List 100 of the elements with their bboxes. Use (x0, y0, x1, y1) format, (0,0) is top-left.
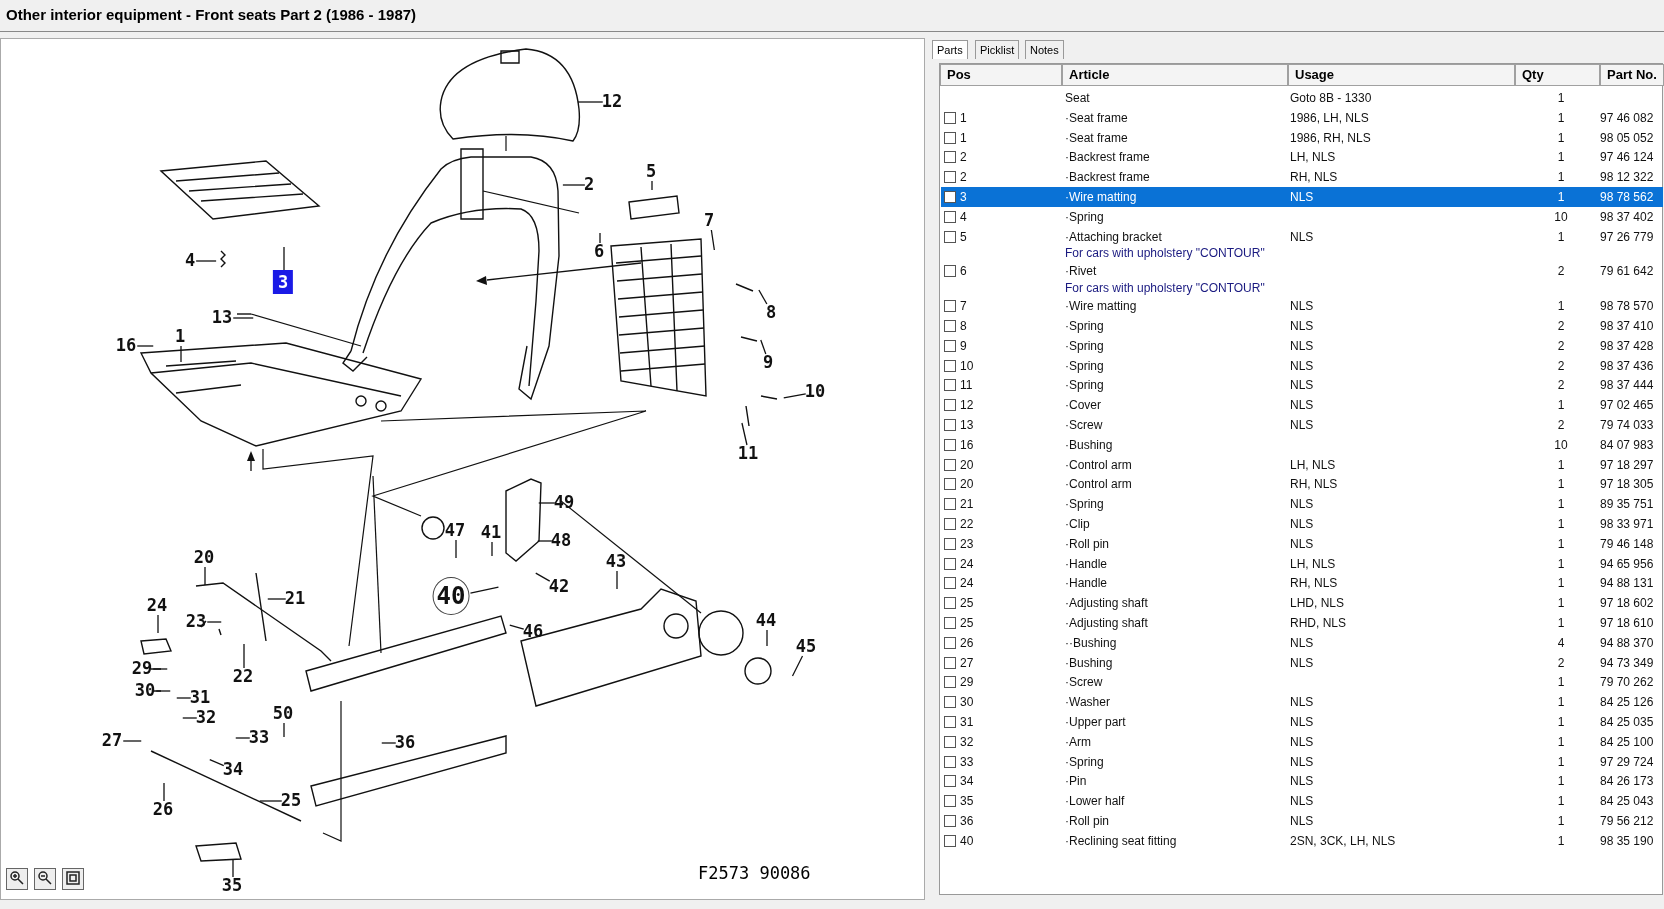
table-cell: 24 (960, 575, 974, 592)
leader-line (381, 742, 397, 744)
table-cell-text: 1 (1556, 397, 1566, 414)
table-cell: 94 88 131 (1600, 575, 1654, 592)
leader-line (538, 502, 556, 504)
table-cell: 98 37 444 (1600, 377, 1654, 394)
table-cell: 24 (960, 555, 974, 572)
table-cell: NLS (1290, 654, 1314, 671)
table-cell: ·Spring (1065, 357, 1104, 374)
table-cell: 27 (960, 654, 974, 671)
leader-line (783, 393, 807, 399)
table-cell-text: 10 (1553, 436, 1569, 453)
table-cell: 84 07 983 (1600, 436, 1654, 453)
leader-line (163, 782, 165, 802)
table-cell-text: 1 (1556, 832, 1566, 849)
table-cell: ·Lower half (1065, 793, 1125, 810)
table-cell: NLS (1290, 496, 1314, 513)
leader-line (537, 540, 553, 542)
table-cell: 13 (960, 417, 974, 433)
leader-line (760, 339, 767, 355)
table-cell: ·Spring (1065, 337, 1104, 354)
table-cell: 16 (960, 436, 974, 453)
table-cell: ··Bushing (1065, 634, 1117, 651)
table-cell: 22 (960, 516, 974, 532)
table-cell: 98 12 322 (1600, 169, 1654, 186)
table-cell: 20 (960, 456, 974, 473)
table-cell: LH, NLS (1290, 555, 1336, 572)
table-cell: NLS (1290, 318, 1314, 334)
table-cell: 98 37 402 (1600, 208, 1654, 225)
leader-line (766, 629, 768, 647)
table-cell: 1 (960, 129, 967, 146)
table-cell: NLS (1290, 189, 1314, 205)
leader-line (283, 246, 285, 272)
callout-number: 41 (480, 523, 502, 541)
callout-number: 49 (553, 493, 575, 511)
table-cell-text: 1 (1556, 555, 1566, 572)
table-cell: ·Cover (1065, 397, 1101, 414)
table-cell-text: 1 (1556, 575, 1566, 592)
table-cell: 97 26 779 (1600, 228, 1654, 245)
callout-number: 7 (703, 211, 715, 229)
callout-number: 48 (550, 531, 572, 549)
callout-number: 35 (221, 876, 243, 894)
table-cell: NLS (1290, 417, 1314, 433)
leader-line (259, 800, 283, 802)
table-cell: 7 (960, 298, 967, 315)
table-cell: 79 70 262 (1600, 674, 1654, 691)
leader-line (577, 101, 604, 103)
table-cell: NLS (1290, 773, 1314, 790)
table-cell-text: 1 (1556, 90, 1566, 106)
table-cell: NLS (1290, 753, 1314, 770)
table-cell: ·Roll pin (1065, 813, 1109, 829)
table-cell: NLS (1290, 733, 1314, 750)
table-cell: ·Wire matting (1065, 298, 1137, 315)
callout-number: 20 (193, 548, 215, 566)
table-cell: 97 18 602 (1600, 595, 1654, 612)
leader-line (710, 229, 715, 251)
table-cell: ·Rivet (1065, 263, 1097, 280)
table-cell: ·Handle (1065, 555, 1108, 572)
table-cell: 98 78 570 (1600, 298, 1654, 315)
table-cell: 97 29 724 (1600, 753, 1654, 770)
table-cell: 1 (960, 109, 967, 126)
leader-line (155, 690, 171, 692)
table-cell-text: 2 (1556, 654, 1566, 671)
leader-line (741, 422, 748, 446)
callout-number: 10 (804, 382, 826, 400)
table-cell: 84 25 100 (1600, 733, 1654, 750)
leader-line (204, 566, 206, 586)
table-cell-text: 1 (1556, 615, 1566, 631)
callout-number: 29 (131, 659, 153, 677)
callout-number: 26 (152, 800, 174, 818)
table-cell: LH, NLS (1290, 456, 1336, 473)
table-cell: ·Seat frame (1065, 109, 1128, 126)
table-cell: RH, NLS (1290, 476, 1338, 493)
table-cell: 98 37 428 (1600, 337, 1654, 354)
table-cell: 98 78 562 (1600, 189, 1654, 205)
leader-line (651, 180, 653, 191)
callout-number: 32 (195, 708, 217, 726)
table-cell: 94 73 349 (1600, 654, 1654, 671)
callout-number: 43 (605, 552, 627, 570)
leader-line (791, 655, 804, 677)
table-cell: 25 (960, 595, 974, 612)
note-text: For cars with upholstery "CONTOUR" (1065, 280, 1265, 297)
column-header: Usage (1288, 64, 1515, 86)
table-cell: NLS (1290, 535, 1314, 552)
table-cell: RHD, NLS (1290, 615, 1346, 631)
leader-line (232, 858, 234, 878)
table-cell: ·Adjusting shaft (1065, 595, 1148, 612)
table-cell: ·Backrest frame (1065, 169, 1150, 186)
table-cell: ·Control arm (1065, 456, 1132, 473)
table-cell: NLS (1290, 634, 1314, 651)
table-cell: Goto 8B - 1330 (1290, 90, 1372, 106)
table-cell: 32 (960, 733, 974, 750)
table-cell-text: 1 (1556, 129, 1566, 146)
table-cell-text: 1 (1556, 595, 1566, 612)
callout-number: 30 (134, 681, 156, 699)
callout-number: 1 (174, 327, 186, 345)
column-header: Pos (940, 64, 1062, 86)
table-cell: 97 46 124 (1600, 149, 1654, 166)
table-cell-text: 1 (1556, 496, 1566, 513)
table-cell: 98 37 410 (1600, 318, 1654, 334)
